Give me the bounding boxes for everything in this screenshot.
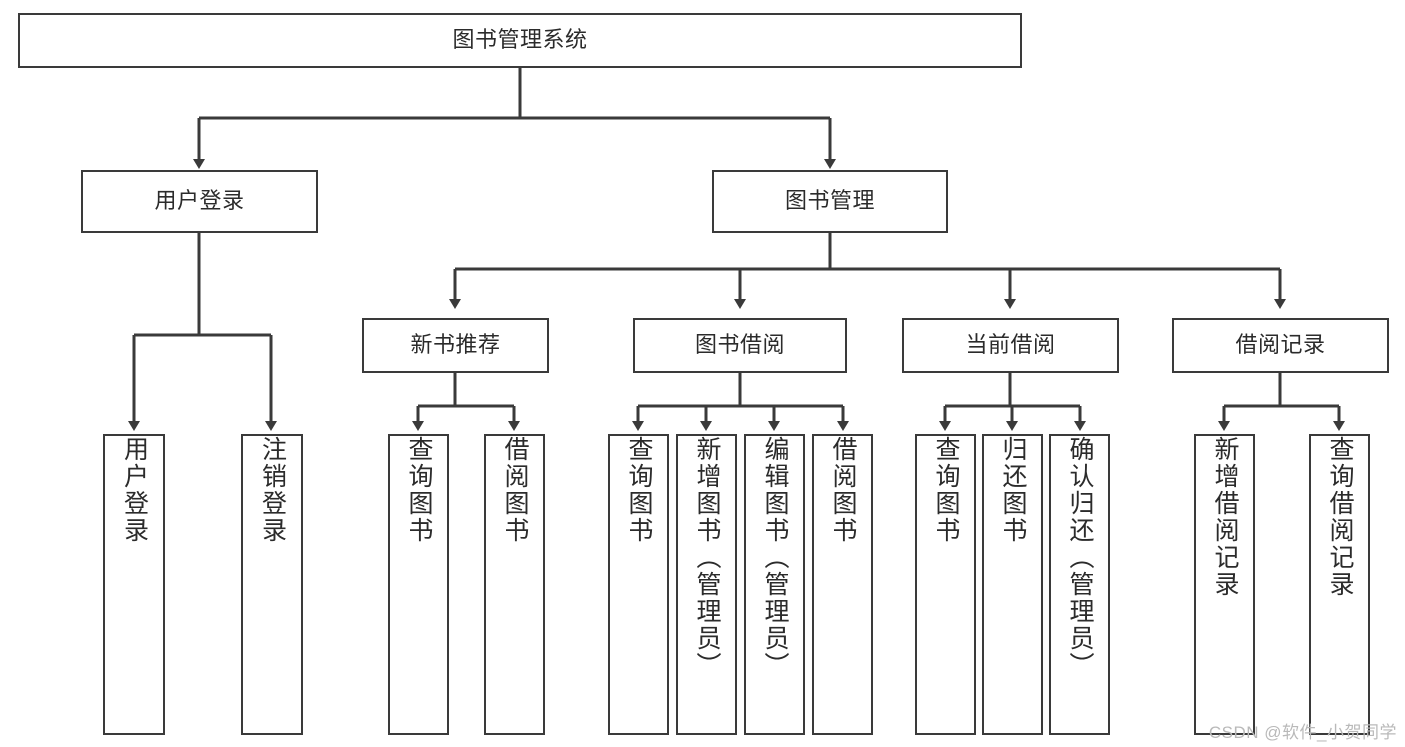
node-book-borrow[interactable]: 图书借阅 <box>633 318 847 373</box>
node-leaf-borrow-book-2[interactable]: 借阅图书 <box>812 434 873 735</box>
node-borrow-record[interactable]: 借阅记录 <box>1172 318 1389 373</box>
node-leaf-borrow-book-2-label: 借阅图书 <box>829 436 857 544</box>
node-leaf-borrow-book-1-label: 借阅图书 <box>501 436 529 544</box>
watermark-text: CSDN @软件_小贺同学 <box>1208 723 1397 742</box>
node-leaf-add-book[interactable]: 新增图书（管理员） <box>676 434 737 735</box>
node-book-manage[interactable]: 图书管理 <box>712 170 948 233</box>
node-leaf-query-book-3-label: 查询图书 <box>932 436 960 544</box>
node-book-borrow-label: 图书借阅 <box>694 332 785 358</box>
node-root[interactable]: 图书管理系统 <box>18 13 1022 68</box>
node-leaf-add-record-label: 新增借阅记录 <box>1211 436 1239 598</box>
node-leaf-confirm-return-label: 确认归还（管理员） <box>1066 436 1094 679</box>
node-leaf-borrow-book-1[interactable]: 借阅图书 <box>484 434 545 735</box>
node-leaf-query-book-1-label: 查询图书 <box>405 436 433 544</box>
node-leaf-user-login-label: 用户登录 <box>120 436 149 544</box>
node-leaf-return-book-label: 归还图书 <box>999 436 1027 544</box>
node-book-manage-label: 图书管理 <box>784 188 875 214</box>
node-leaf-query-book-2-label: 查询图书 <box>625 436 653 544</box>
node-leaf-query-book-3[interactable]: 查询图书 <box>915 434 976 735</box>
node-leaf-logout[interactable]: 注销登录 <box>241 434 303 735</box>
node-new-book-recommend[interactable]: 新书推荐 <box>362 318 549 373</box>
node-leaf-query-record-label: 查询借阅记录 <box>1326 436 1354 598</box>
node-current-borrow[interactable]: 当前借阅 <box>902 318 1119 373</box>
node-leaf-user-login[interactable]: 用户登录 <box>103 434 165 735</box>
node-current-borrow-label: 当前借阅 <box>965 332 1056 358</box>
node-leaf-confirm-return[interactable]: 确认归还（管理员） <box>1049 434 1110 735</box>
node-leaf-add-record[interactable]: 新增借阅记录 <box>1194 434 1255 735</box>
node-root-label: 图书管理系统 <box>452 27 588 53</box>
node-leaf-query-book-2[interactable]: 查询图书 <box>608 434 669 735</box>
node-user-login[interactable]: 用户登录 <box>81 170 318 233</box>
node-leaf-edit-book-label: 编辑图书（管理员） <box>761 436 789 679</box>
node-leaf-return-book[interactable]: 归还图书 <box>982 434 1043 735</box>
node-leaf-logout-label: 注销登录 <box>258 436 287 544</box>
node-leaf-query-book-1[interactable]: 查询图书 <box>388 434 449 735</box>
node-leaf-edit-book[interactable]: 编辑图书（管理员） <box>744 434 805 735</box>
node-leaf-add-book-label: 新增图书（管理员） <box>693 436 721 679</box>
node-new-book-recommend-label: 新书推荐 <box>410 332 501 358</box>
node-leaf-query-record[interactable]: 查询借阅记录 <box>1309 434 1370 735</box>
node-user-login-label: 用户登录 <box>154 188 245 214</box>
node-borrow-record-label: 借阅记录 <box>1235 332 1326 358</box>
